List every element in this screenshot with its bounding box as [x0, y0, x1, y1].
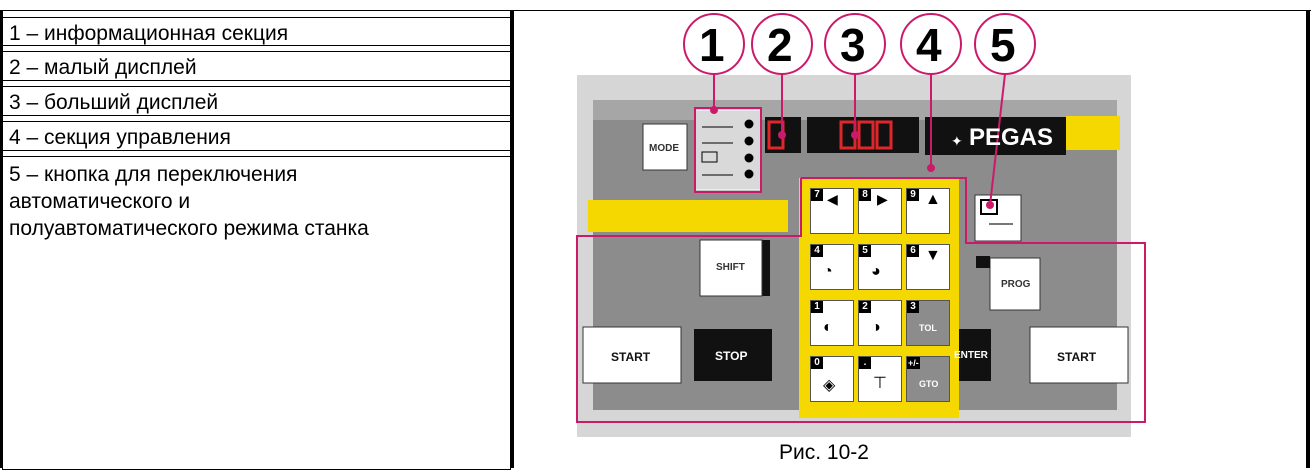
info-leds: [701, 119, 754, 179]
frame-divider: [510, 10, 514, 468]
keypad-key-num: 3: [907, 301, 919, 313]
prog-button-label[interactable]: PROG: [1001, 279, 1031, 290]
saw-left-icon: ◔: [823, 263, 833, 280]
keypad-key-num: 1: [811, 301, 823, 313]
shift-button: [699, 239, 763, 297]
callout-circles: [683, 13, 1036, 75]
keypad-key-num: 2: [859, 301, 871, 313]
arrow-up-icon: ▲: [925, 191, 941, 208]
frame-right-rule: [1306, 10, 1310, 468]
tap-icon: ⊤: [873, 375, 887, 392]
keypad: 7 ◀ 8 ▶ 9 ▲ 4 ◔ 5 ◕ 6 ▼: [810, 188, 950, 412]
callout-3: 3: [840, 19, 866, 71]
blade-left-icon: ◐: [823, 319, 833, 336]
legend-row-5: 5 – кнопка для переключения автоматическ…: [2, 156, 511, 470]
arrow-left-icon: ◀: [827, 191, 838, 207]
keypad-key-label: TOL: [919, 323, 937, 333]
keypad-key[interactable]: 2 ◑: [858, 300, 902, 346]
saw-right-icon: ◕: [871, 263, 881, 280]
mode-button-label[interactable]: MODE: [649, 143, 679, 154]
control-panel-figure: ✦: [511, 0, 1311, 468]
callout-2: 2: [767, 19, 793, 71]
legend-row-5-line-2: автоматического и: [9, 190, 191, 213]
keypad-key-num: 5: [859, 245, 871, 257]
mode-switch-icon: [980, 199, 998, 215]
mode-button: [642, 123, 688, 171]
legend-row-1: 1 – информационная секция: [2, 17, 511, 46]
legend-table: 1 – информационная секция 2 – малый дисп…: [2, 2, 511, 470]
start-right-button: [1029, 326, 1129, 384]
prog-button-shadow: [976, 256, 990, 268]
keypad-key-num: 0: [811, 357, 823, 369]
start-left-button: [582, 326, 682, 384]
arrow-right-icon: ▶: [877, 191, 888, 207]
keypad-key[interactable]: . ⊤: [858, 356, 902, 402]
brand-logo-bird: ✦: [951, 133, 963, 149]
keypad-key[interactable]: 1 ◐: [810, 300, 854, 346]
keypad-key[interactable]: 4 ◔: [810, 244, 854, 290]
keypad-key[interactable]: 6 ▼: [906, 244, 950, 290]
callout-1: 1: [699, 19, 725, 71]
coolant-icon: ◈: [823, 377, 836, 394]
keypad-key-num: 6: [907, 245, 919, 257]
keypad-key-num: 9: [907, 189, 919, 201]
keypad-key[interactable]: 5 ◕: [858, 244, 902, 290]
keypad-key-num: .: [859, 357, 871, 369]
prog-button: [989, 257, 1041, 311]
stop-button: [694, 329, 772, 381]
control-panel-drawing: ✦: [576, 13, 1146, 437]
legend-row-4: 4 – секция управления: [2, 121, 511, 151]
keypad-key-label: GTO: [919, 379, 939, 389]
start-right-button-label[interactable]: START: [1057, 350, 1097, 364]
stop-button-label[interactable]: STOP: [715, 349, 748, 363]
keypad-key[interactable]: 7 ◀: [810, 188, 854, 234]
legend-row-3: 3 – больший дисплей: [2, 86, 511, 116]
keypad-key-num: 7: [811, 189, 823, 201]
blade-right-icon: ◑: [871, 319, 881, 336]
keypad-key[interactable]: 3 TOL: [906, 300, 950, 346]
brand-name: PEGAS: [969, 124, 1054, 151]
callout-dots: [710, 106, 994, 209]
keypad-key-num: 8: [859, 189, 871, 201]
legend-row-5-line-3: полуавтоматического режима станка: [9, 217, 369, 240]
keypad-key-num: 4: [811, 245, 823, 257]
enter-button-label[interactable]: ENTER: [954, 350, 988, 361]
shift-button-label[interactable]: SHIFT: [716, 262, 745, 273]
accent-bar-left: [588, 200, 788, 232]
legend-row-2: 2 – малый дисплей: [2, 51, 511, 81]
accent-bar-right: [1066, 116, 1120, 150]
callout-4: 4: [916, 19, 942, 71]
figure-caption: Рис. 10-2: [779, 441, 869, 464]
arrow-down-icon: ▼: [925, 247, 941, 264]
keypad-key[interactable]: 8 ▶: [858, 188, 902, 234]
callout-leaders: [576, 73, 1146, 423]
keypad-key[interactable]: 0 ◈: [810, 356, 854, 402]
keypad-key-num: +/-: [907, 357, 920, 369]
frame-left-rule: [0, 10, 3, 468]
frame-top-rule: [0, 10, 1311, 11]
legend-row-5-line-1: 5 – кнопка для переключения: [9, 163, 298, 186]
start-left-button-label[interactable]: START: [611, 350, 651, 364]
keypad-key[interactable]: +/- GTO: [906, 356, 950, 402]
callout-5: 5: [990, 19, 1016, 71]
keypad-key[interactable]: 9 ▲: [906, 188, 950, 234]
